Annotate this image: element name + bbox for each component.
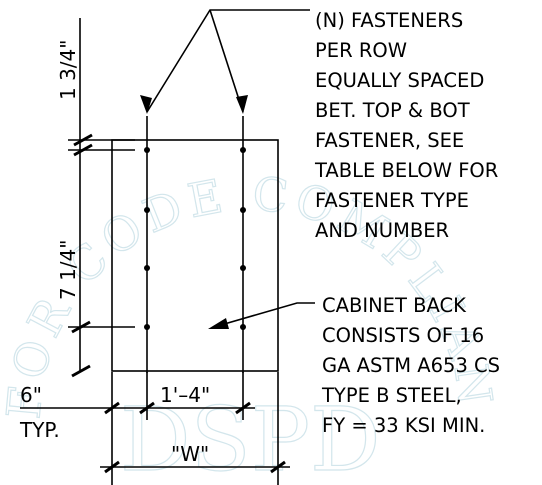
callout-line: TABLE BELOW FOR: [314, 159, 498, 182]
fastener-dot: [240, 265, 246, 271]
top-edge-dimension-label: 1 3/4": [56, 40, 80, 100]
width-dimension-label: "W": [171, 442, 209, 466]
callout-line: (N) FASTENERS: [315, 9, 463, 32]
cabinet-callout: CABINET BACK CONSISTS OF 16 GA ASTM A653…: [321, 294, 500, 437]
callout-line: PER ROW: [315, 39, 407, 62]
fastener-dot: [144, 324, 150, 330]
bottom-dimensions: [20, 372, 290, 485]
callout-line: CABINET BACK: [322, 294, 467, 317]
callout-line: CONSISTS OF 16: [322, 324, 484, 347]
vertical-dimension: [68, 18, 135, 378]
fastener-dot: [240, 324, 246, 330]
fastener-spacing-dimension-label: 7 1/4": [56, 240, 80, 300]
between-rows-dimension-label: 1'–4": [160, 383, 210, 407]
callout-line: BET. TOP & BOT: [315, 99, 470, 122]
callout-line: FASTENER, SEE: [315, 129, 464, 152]
fastener-leader: [140, 9, 310, 114]
callout-line: FASTENER TYPE: [315, 189, 469, 212]
cabinet-back-plate: [111, 139, 279, 372]
callout-line: AND NUMBER: [315, 219, 449, 242]
fastener-dot: [144, 147, 150, 153]
cabinet-leader: [208, 302, 315, 329]
fastener-dot: [240, 147, 246, 153]
fastener-dot: [144, 265, 150, 271]
callout-line: GA ASTM A653 CS: [322, 354, 500, 377]
fasteners: [144, 147, 246, 330]
edge-offset-dimension-label: 6": [20, 383, 42, 407]
callout-line: EQUALLY SPACED: [315, 69, 484, 92]
callout-line: FY = 33 KSI MIN.: [322, 414, 485, 437]
typical-note: TYP.: [19, 418, 60, 442]
callout-line: TYPE B STEEL,: [321, 384, 462, 407]
fastener-dot: [144, 207, 150, 213]
fastener-callout: (N) FASTENERS PER ROW EQUALLY SPACED BET…: [314, 9, 498, 242]
fastener-dot: [240, 207, 246, 213]
